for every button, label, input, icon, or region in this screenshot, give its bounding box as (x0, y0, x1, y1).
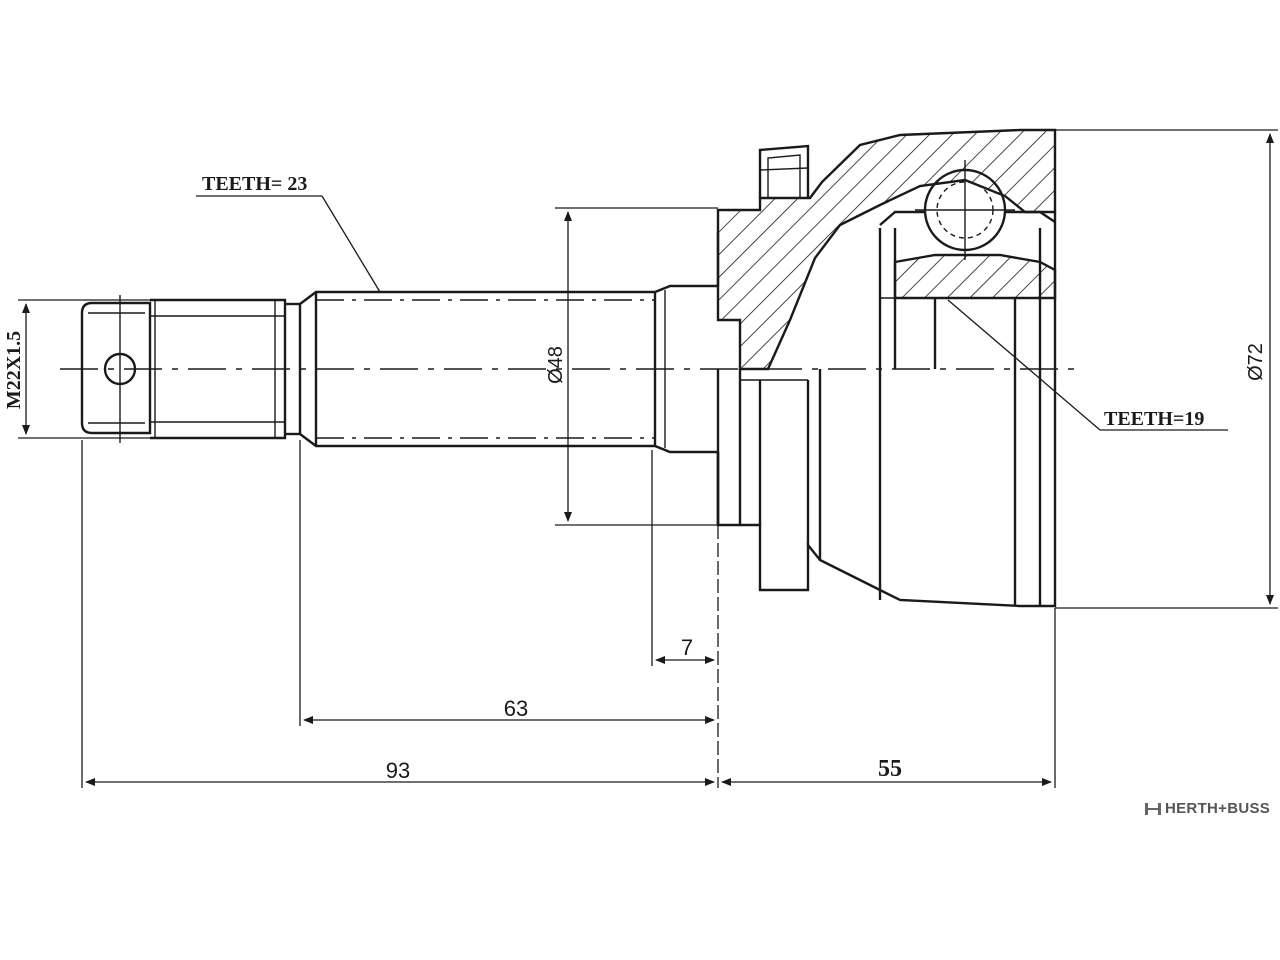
teeth-19-label: TEETH=19 (1104, 408, 1204, 430)
dim-63-label: 63 (504, 696, 528, 721)
callout-teeth-23: TEETH= 23 (196, 173, 381, 293)
thread-label: M22X1.5 (3, 331, 25, 409)
outer-housing-outline (716, 369, 1057, 608)
threaded-stub (80, 295, 300, 443)
dia-72-label: Ø72 (1245, 343, 1267, 381)
brand-name: HERTH+BUSS (1165, 800, 1271, 817)
dim-55-label: 55 (878, 756, 902, 782)
brand-logo: HERTH+BUSS (1145, 800, 1270, 817)
brand-mark-icon (1145, 802, 1161, 815)
splined-shaft (298, 232, 720, 525)
dimension-thread: M22X1.5 (3, 299, 150, 439)
dimension-55: 55 (721, 756, 1052, 786)
callout-teeth-19: TEETH=19 (947, 299, 1228, 431)
dimension-dia-72: Ø72 (1055, 129, 1278, 609)
dimension-63: 63 (303, 696, 715, 724)
extension-lines (81, 440, 1056, 788)
dia-48-label: Ø48 (545, 346, 567, 384)
dimension-7: 7 (655, 635, 715, 664)
dim-7-label: 7 (681, 635, 693, 660)
dim-93-label: 93 (386, 758, 410, 783)
dimension-93: 93 (85, 758, 715, 786)
teeth-23-label: TEETH= 23 (202, 173, 307, 195)
outer-housing-section (716, 128, 1060, 371)
dimension-dia-48: Ø48 (545, 207, 718, 526)
